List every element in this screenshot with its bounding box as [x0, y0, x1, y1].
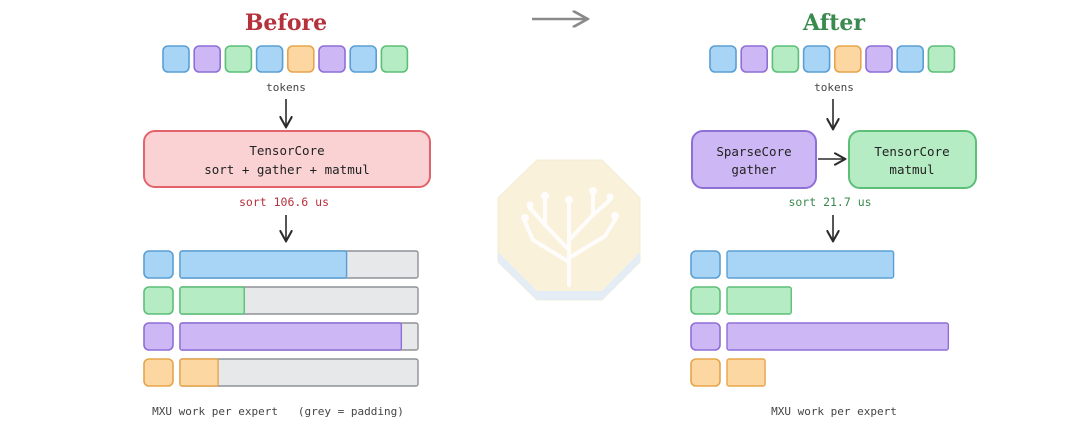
after-token-purple: [740, 45, 769, 73]
before-token-orange: [286, 45, 315, 73]
before-tensorcore-name: TensorCore: [249, 143, 324, 158]
before-expert-swatch: [143, 358, 174, 387]
before-token-blue: [349, 45, 378, 73]
after-token-purple: [865, 45, 893, 73]
before-token-purple: [193, 45, 221, 73]
after-expert-swatch: [690, 322, 721, 351]
after-expert-swatch: [690, 358, 721, 387]
before-token-green: [380, 45, 409, 73]
after-work-bar: [726, 358, 766, 387]
after-token-green: [927, 45, 956, 73]
after-sparsecore-box: SparseCore gather: [691, 130, 817, 189]
after-token-green: [771, 45, 800, 73]
after-tensorcore-box: TensorCore matmul: [848, 130, 977, 189]
before-sort-time: sort 106.6 us: [239, 195, 329, 209]
before-tensorcore-box: TensorCore sort + gather + matmul: [143, 130, 431, 188]
after-expert-swatch: [690, 286, 721, 315]
after-expert-swatch: [690, 250, 721, 279]
after-token-orange: [833, 45, 862, 73]
after-tensorcore-name: TensorCore: [874, 144, 949, 159]
before-token-blue: [255, 45, 284, 73]
after-sparsecore-name: SparseCore: [716, 144, 791, 159]
before-token-purple: [318, 45, 346, 73]
before-work-bar: [179, 250, 348, 279]
after-tokens-label: tokens: [814, 81, 854, 94]
before-tensorcore-ops: sort + gather + matmul: [204, 162, 370, 177]
after-title: After: [802, 10, 865, 36]
before-token-blue: [162, 45, 190, 73]
before-token-strip: [162, 45, 409, 73]
before-expert-bars: [143, 250, 419, 387]
after-token-blue: [802, 45, 831, 73]
before-expert-swatch: [143, 322, 174, 351]
before-token-green: [224, 45, 253, 73]
after-work-bar: [726, 250, 895, 279]
after-tensorcore-op: matmul: [889, 162, 934, 177]
after-token-blue: [709, 45, 737, 73]
after-work-bar: [726, 322, 950, 351]
after-caption: MXU work per expert: [771, 405, 897, 418]
before-tokens-label: tokens: [266, 81, 306, 94]
before-work-bar: [179, 286, 245, 315]
after-sort-time: sort 21.7 us: [788, 195, 871, 209]
after-token-strip: [709, 45, 956, 73]
before-expert-swatch: [143, 250, 174, 279]
before-caption: MXU work per expert (grey = padding): [152, 405, 404, 418]
before-work-bar: [179, 322, 403, 351]
after-work-bar: [726, 286, 792, 315]
logo-watermark-icon: [497, 159, 641, 301]
after-token-blue: [896, 45, 925, 73]
before-expert-swatch: [143, 286, 174, 315]
before-title: Before: [245, 10, 327, 36]
before-work-bar: [179, 358, 219, 387]
after-sparsecore-op: gather: [731, 162, 777, 177]
after-expert-bars: [690, 250, 950, 387]
